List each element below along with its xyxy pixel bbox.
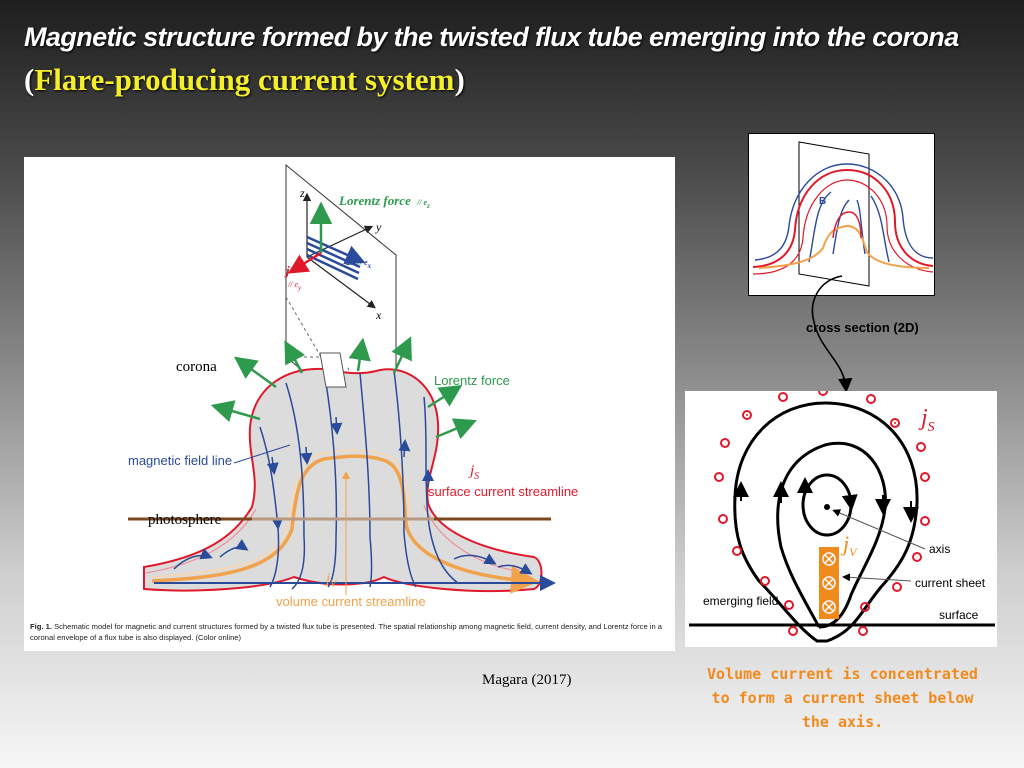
emerging-field-label: emerging field bbox=[703, 594, 778, 608]
lorentz-force-arrows bbox=[210, 336, 477, 440]
cross-section-figure: jS jV axis current sheet emerging field … bbox=[685, 391, 997, 647]
small-3d-diagram: B bbox=[752, 141, 934, 287]
note-line-3: the axis. bbox=[801, 713, 884, 731]
subtitle-close-paren: ) bbox=[454, 62, 465, 97]
flux-tube bbox=[143, 352, 556, 594]
inset-B-label: B// ex bbox=[345, 253, 372, 270]
small-B-label: B bbox=[819, 196, 826, 207]
lorentz-force-label: Lorentz force bbox=[434, 373, 510, 388]
inset-j-sub: // ey bbox=[287, 280, 302, 292]
cross-section-label: cross section (2D) bbox=[806, 320, 919, 335]
small-figure: B bbox=[748, 133, 935, 296]
connector-arrow bbox=[811, 275, 853, 393]
citation: Magara (2017) bbox=[482, 672, 572, 688]
axis-y-label: y bbox=[375, 220, 382, 234]
section-js-label: jS bbox=[918, 405, 935, 435]
main-figure: z y x Lorentz force // ez B// ex j / bbox=[24, 157, 675, 651]
magnetic-field-line-label: magnetic field line bbox=[128, 453, 232, 468]
slide-subtitle: (Flare-producing current system) bbox=[24, 62, 465, 98]
surface-label: surface bbox=[939, 608, 979, 622]
photosphere-label: photosphere bbox=[148, 512, 222, 528]
slide-title: Magnetic structure formed by the twisted… bbox=[24, 22, 959, 52]
volume-current-streamline-label: volume current streamline bbox=[276, 594, 426, 609]
flux-tube-diagram: z y x Lorentz force // ez B// ex j / bbox=[128, 163, 578, 609]
surface-current-markers bbox=[714, 391, 930, 636]
inset-lorentz-label: Lorentz force // ez bbox=[338, 193, 430, 210]
current-sheet-label: current sheet bbox=[915, 576, 986, 590]
figure-caption: Fig. 1. Schematic model for magnetic and… bbox=[30, 622, 663, 642]
corona-label: corona bbox=[176, 359, 217, 375]
cross-section-diagram: jS jV axis current sheet emerging field … bbox=[689, 391, 995, 643]
subtitle-highlight: Flare-producing current system bbox=[34, 62, 455, 97]
note-line-2: to form a current sheet below bbox=[711, 689, 974, 707]
note-text: Volume current is concentrated to form a… bbox=[700, 662, 985, 734]
note-line-1: Volume current is concentrated bbox=[707, 665, 978, 683]
js-label: jS bbox=[468, 463, 479, 482]
axis-x-label: x bbox=[375, 308, 382, 322]
jv-label: jV bbox=[324, 571, 338, 590]
inset-j-label: j bbox=[284, 263, 290, 278]
section-jv-label: jV bbox=[840, 531, 858, 559]
surface-current-streamline-label: surface current streamline bbox=[428, 484, 578, 499]
axis-z-label: z bbox=[299, 186, 305, 200]
axis-label: axis bbox=[929, 542, 950, 556]
subtitle-open-paren: ( bbox=[24, 62, 35, 97]
